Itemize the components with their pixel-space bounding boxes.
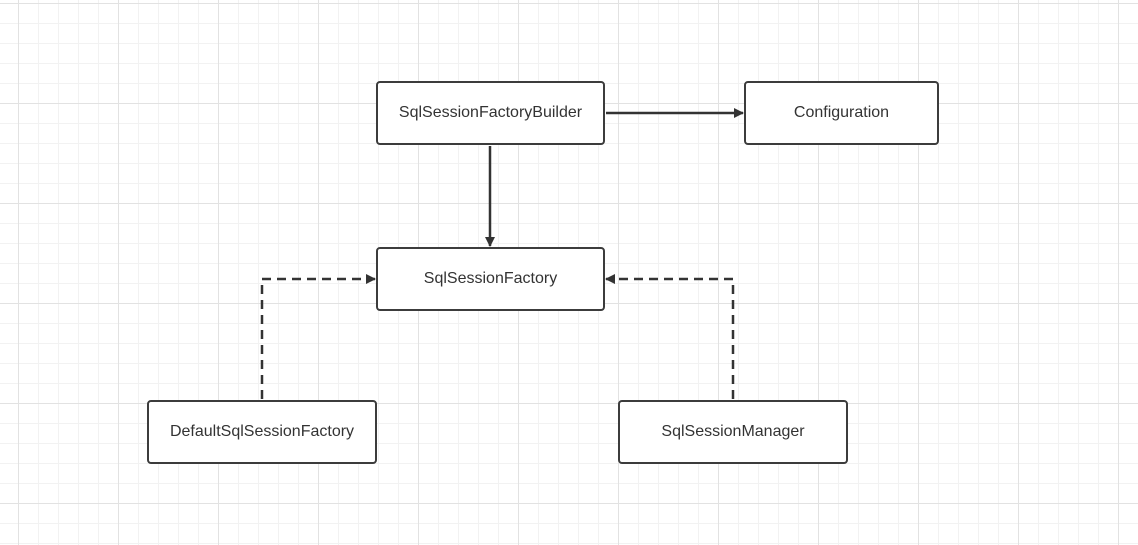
node-sqlsessionfactory[interactable]: SqlSessionFactory (376, 247, 605, 311)
node-label: SqlSessionFactoryBuilder (398, 104, 583, 121)
node-label: SqlSessionManager (661, 423, 805, 440)
node-defaultsqlsessionfactory[interactable]: DefaultSqlSessionFactory (147, 400, 377, 464)
edge-default-factory-to-factory (260, 274, 376, 399)
node-configuration[interactable]: Configuration (744, 81, 939, 145)
node-label: SqlSessionFactory (423, 270, 558, 287)
node-label: Configuration (793, 104, 890, 121)
node-sqlsessionmanager[interactable]: SqlSessionManager (618, 400, 848, 464)
node-label: DefaultSqlSessionFactory (169, 423, 355, 440)
node-sqlsessionfactorybuilder[interactable]: SqlSessionFactoryBuilder (376, 81, 605, 145)
edge-manager-to-factory (605, 274, 735, 399)
